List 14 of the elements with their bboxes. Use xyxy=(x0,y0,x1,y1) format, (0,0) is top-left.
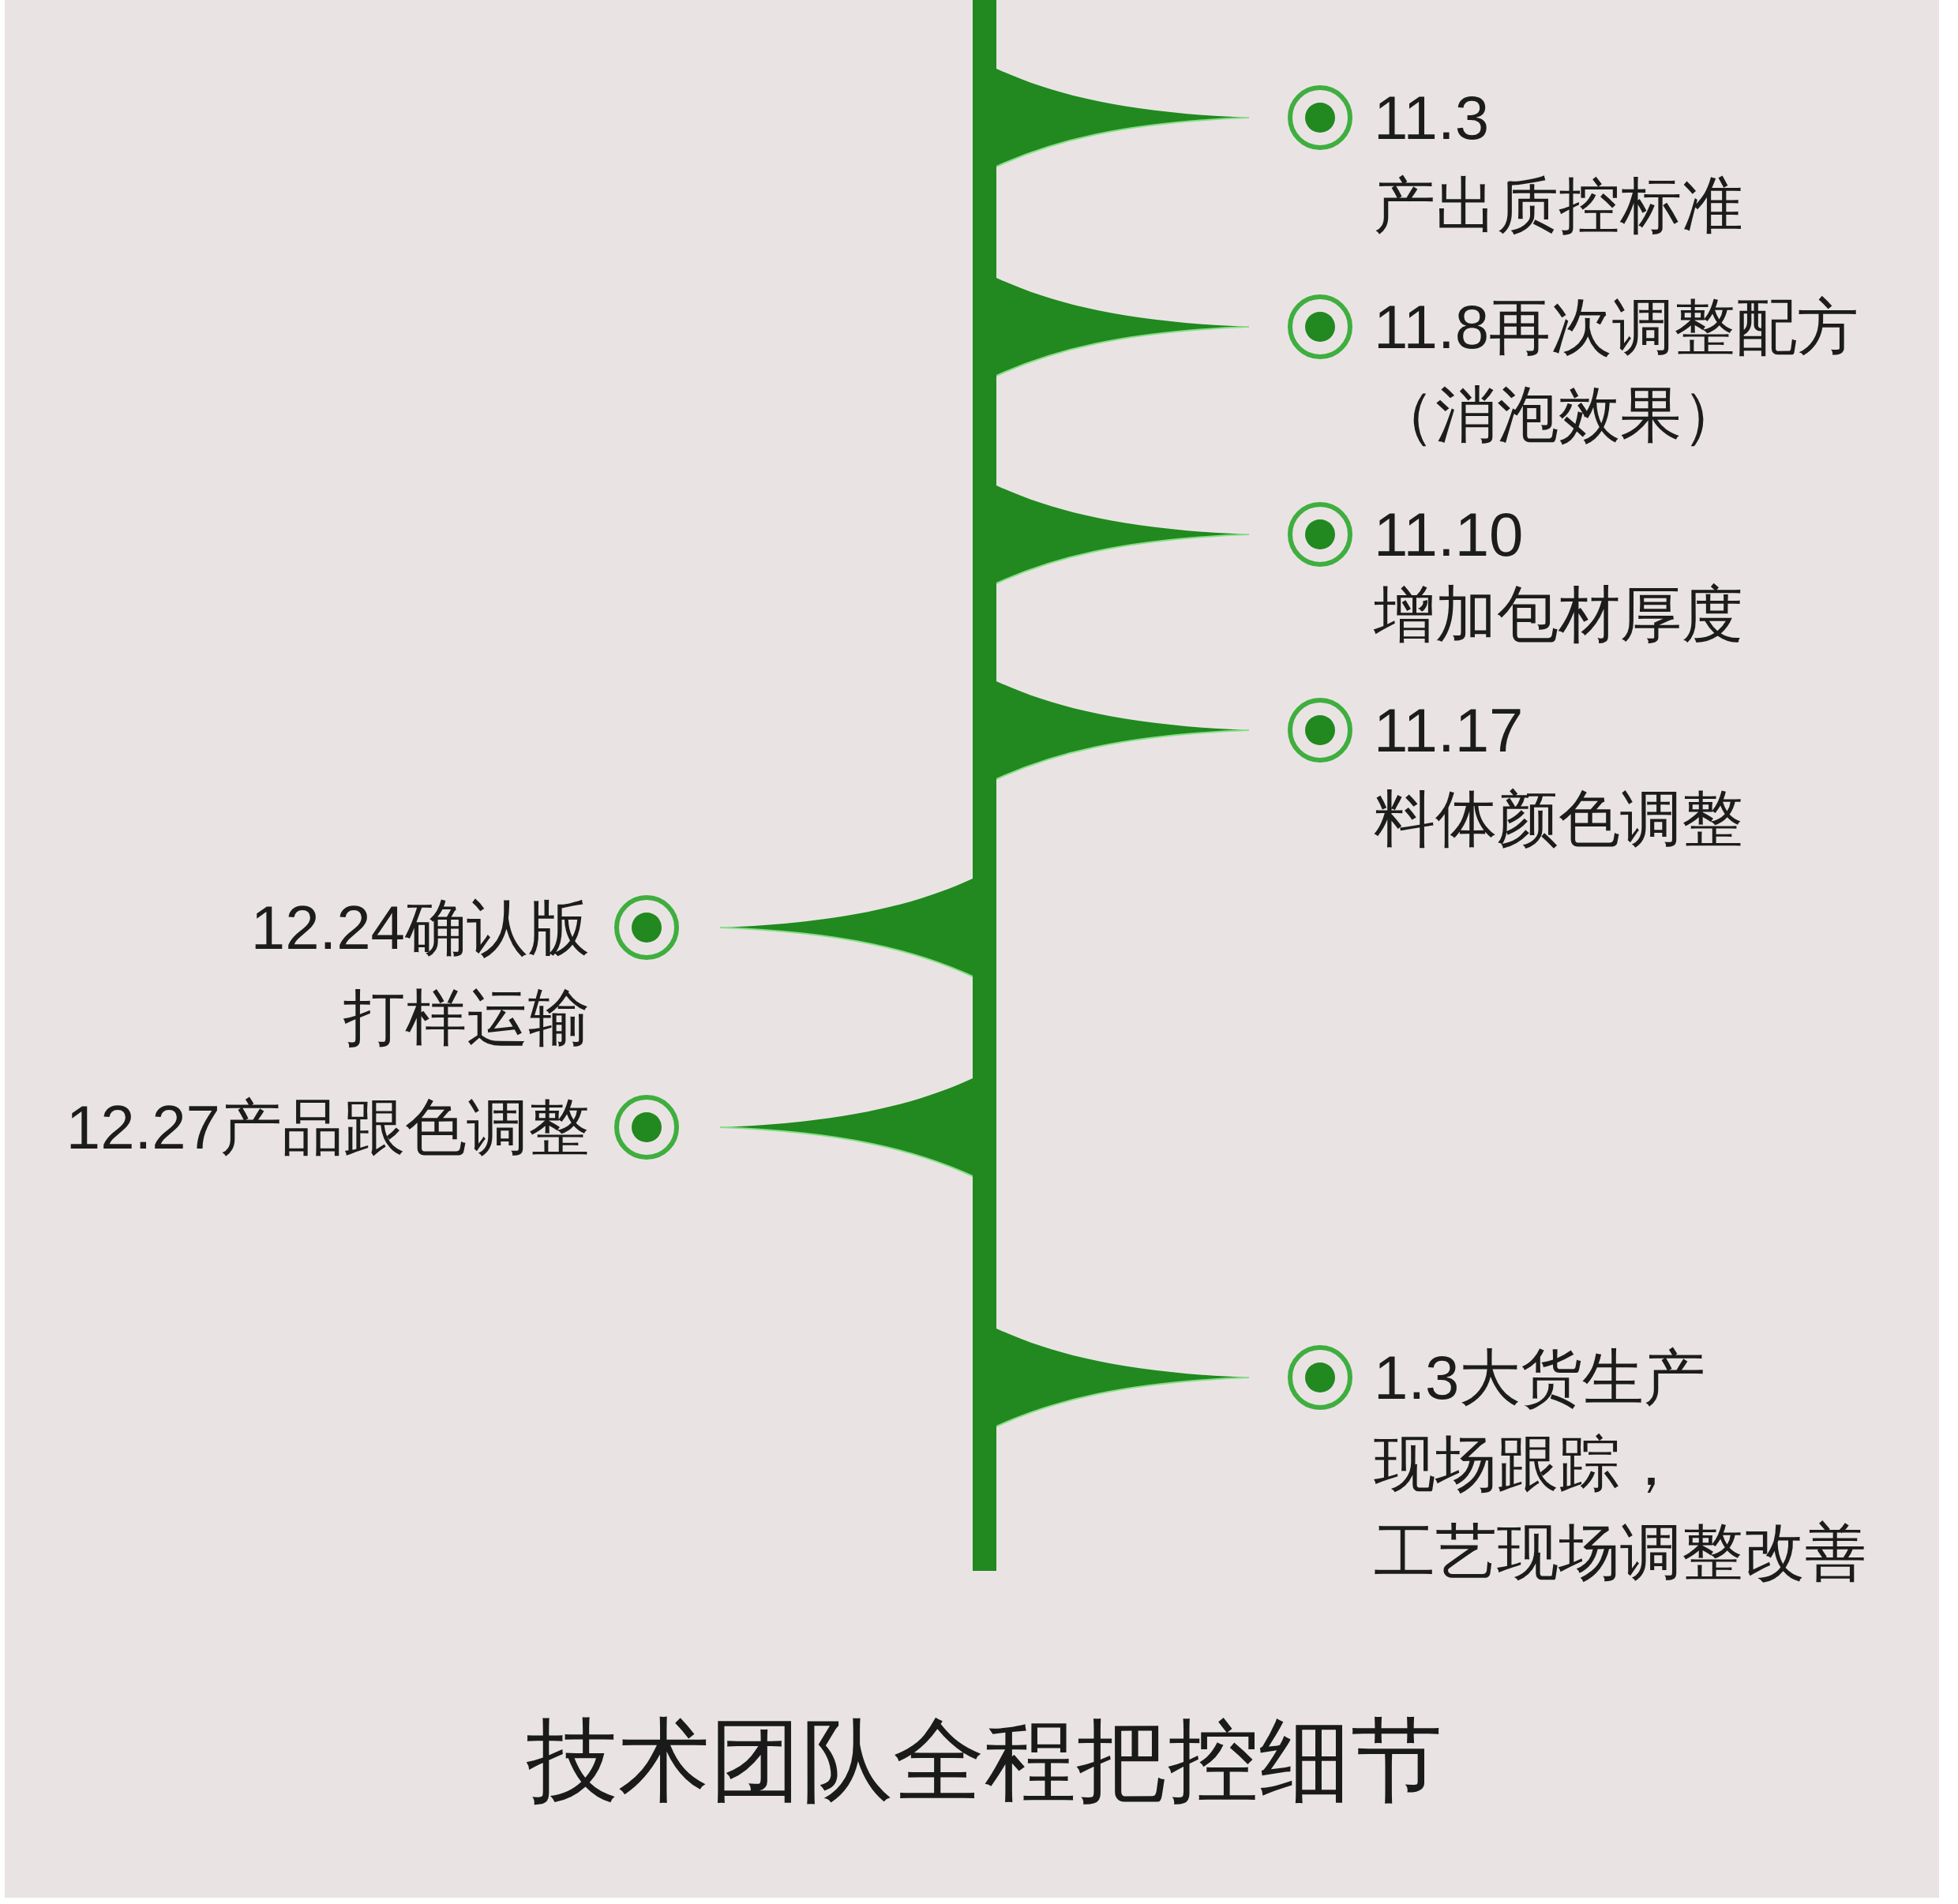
timeline-entry-text: 11.3 xyxy=(1374,82,1490,154)
timeline-entry-text: 11.10 xyxy=(1374,499,1524,571)
timeline-entry-text: 11.8再次调整配方 xyxy=(1374,291,1859,363)
timeline-entry-text: 工艺现场调整改善 xyxy=(1374,1516,1866,1588)
timeline-entry-text: 12.27产品跟色调整 xyxy=(66,1092,590,1164)
timeline-entry-text: 产出质控标准 xyxy=(1374,170,1743,242)
timeline-entry-text: 1.3大货生产 xyxy=(1374,1342,1706,1414)
timeline-entry-text: （消泡效果） xyxy=(1374,379,1743,451)
timeline-entry-text: 增加包材厚度 xyxy=(1374,579,1743,650)
timeline-entry-text: 11.17 xyxy=(1374,695,1524,766)
caption: 技术团队全程把控细节 xyxy=(527,1708,1442,1813)
timeline-entry-text: 料体颜色调整 xyxy=(1374,783,1743,855)
timeline-entry-text: 现场跟踪， xyxy=(1374,1428,1682,1500)
timeline-entry-text: 12.24确认版打样运输 xyxy=(249,892,590,1054)
